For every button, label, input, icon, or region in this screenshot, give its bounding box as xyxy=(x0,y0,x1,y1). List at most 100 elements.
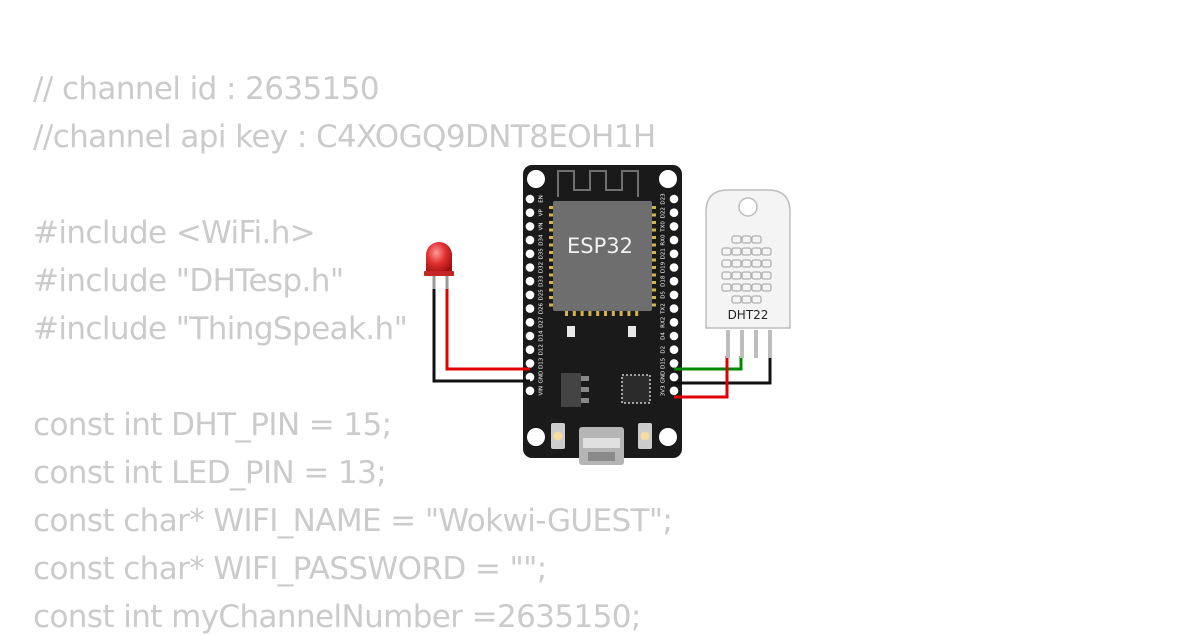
wire-led-anode-to-d13[interactable] xyxy=(445,286,530,371)
right-pin-label: D5 xyxy=(661,291,667,299)
wifi-antenna-trace xyxy=(557,170,639,197)
right-pin-label: D18 xyxy=(661,275,667,287)
code-line-8: const int DHT_PIN = 15; xyxy=(33,407,392,443)
mounting-hole-top-left xyxy=(527,170,545,188)
wire-dht-vcc-to-3v3[interactable] xyxy=(674,356,729,399)
micro-usb-port[interactable] xyxy=(579,427,624,465)
voltage-regulator xyxy=(561,373,581,407)
esp32-module-chip xyxy=(553,201,652,311)
esp32-board[interactable]: ESP32 ENVPVND34D35D32D33D25D26D27D14D12D… xyxy=(523,165,682,465)
wire-dht-gnd[interactable] xyxy=(674,356,772,385)
boot-button[interactable] xyxy=(551,423,565,449)
right-pin-label: RX2 xyxy=(661,317,667,328)
left-pin-d12[interactable] xyxy=(525,345,535,355)
right-pin-rx0[interactable] xyxy=(669,235,679,245)
mounting-hole-bottom-left xyxy=(527,428,545,446)
usb-uart-chip xyxy=(621,374,651,404)
dht-label: DHT22 xyxy=(728,308,769,322)
chip-leg-left xyxy=(567,326,575,337)
code-line-4: #include <WiFi.h> xyxy=(33,215,316,251)
left-pin-vp[interactable] xyxy=(525,208,535,217)
dht-grille xyxy=(721,235,772,304)
dht-pin-vcc xyxy=(726,330,730,358)
enable-button[interactable] xyxy=(638,423,652,449)
right-pin-d18[interactable] xyxy=(669,276,679,286)
code-line-1: // channel id : 2635150 xyxy=(33,71,380,107)
wire-dht-data-to-d15[interactable] xyxy=(674,356,743,371)
chip-pads-right xyxy=(650,206,656,307)
left-pin-label: VIN xyxy=(539,386,545,396)
left-pin-d13[interactable] xyxy=(525,359,535,368)
right-pin-rx2[interactable] xyxy=(669,318,679,327)
left-pin-label: D13 xyxy=(539,357,545,369)
left-pin-d25[interactable] xyxy=(525,290,535,300)
right-pin-label: RX0 xyxy=(661,234,667,246)
chip-pads-left xyxy=(549,206,555,307)
left-pin-gnd[interactable] xyxy=(525,372,535,382)
left-pin-vn[interactable] xyxy=(525,222,535,231)
right-pin-label: D2 xyxy=(661,346,667,354)
left-pin-label: D14 xyxy=(539,330,545,342)
left-pin-en[interactable] xyxy=(525,194,535,204)
code-line-2: //channel api key : C4XOGQ9DNT8EOH1H xyxy=(33,119,656,155)
right-pin-gnd[interactable] xyxy=(669,372,679,382)
dht-pin-nc xyxy=(754,330,758,358)
right-pin-label: GND xyxy=(661,371,667,384)
code-line-11: const char* WIFI_PASSWORD = ""; xyxy=(33,551,547,587)
right-pin-d22[interactable] xyxy=(669,208,679,217)
right-pin-d5[interactable] xyxy=(669,290,679,300)
right-pin-label: D4 xyxy=(661,332,667,340)
code-line-10: const char* WIFI_NAME = "Wokwi-GUEST"; xyxy=(33,503,673,539)
left-pin-label: EN xyxy=(539,195,545,203)
left-pin-label: D26 xyxy=(539,302,545,314)
right-pin-d15[interactable] xyxy=(669,359,679,368)
right-pin-label: TX2 xyxy=(661,303,667,315)
left-pin-d26[interactable] xyxy=(525,304,535,313)
code-line-5: #include "DHTesp.h" xyxy=(33,263,344,299)
left-pin-label: D34 xyxy=(539,234,545,246)
code-line-9: const int LED_PIN = 13; xyxy=(33,455,387,491)
right-pin-d21[interactable] xyxy=(669,249,679,259)
left-pin-d35[interactable] xyxy=(525,249,535,259)
left-pin-d27[interactable] xyxy=(525,318,535,327)
dht22-sensor[interactable]: DHT22 xyxy=(705,189,791,358)
right-pin-d2[interactable] xyxy=(669,345,679,355)
right-pin-tx2[interactable] xyxy=(669,304,679,313)
right-pin-label: TX0 xyxy=(661,221,667,233)
chip-leg-right xyxy=(628,326,636,337)
left-pin-d33[interactable] xyxy=(525,276,535,286)
right-pin-d19[interactable] xyxy=(669,263,679,272)
left-pin-d32[interactable] xyxy=(525,263,535,272)
left-pin-vin[interactable] xyxy=(525,386,535,396)
wire-led-cathode-to-gnd[interactable] xyxy=(432,286,530,383)
right-pin-label: D23 xyxy=(661,193,667,205)
right-pin-tx0[interactable] xyxy=(669,222,679,231)
wires xyxy=(432,286,772,399)
red-led[interactable] xyxy=(424,242,454,289)
code-line-12: const int myChannelNumber =2635150; xyxy=(33,599,641,635)
right-pin-3v3[interactable] xyxy=(669,386,679,396)
chip-pads-bottom xyxy=(565,309,639,316)
dht-mounting-hole xyxy=(738,197,758,217)
right-pin-d23[interactable] xyxy=(669,194,679,204)
right-pin-label: 3V3 xyxy=(661,385,667,396)
right-pin-d4[interactable] xyxy=(669,331,679,341)
left-pin-label: VP xyxy=(539,208,545,216)
left-pin-d34[interactable] xyxy=(525,235,535,245)
left-pin-label: D27 xyxy=(539,316,545,328)
left-pin-header: ENVPVND34D35D32D33D25D26D27D14D12D13GNDV… xyxy=(525,194,545,396)
left-pin-label: D32 xyxy=(539,262,545,273)
chip-label: ESP32 xyxy=(567,234,633,258)
code-line-6: #include "ThingSpeak.h" xyxy=(33,311,408,347)
left-pin-label: D35 xyxy=(539,248,545,260)
dht-pin-data xyxy=(740,330,744,358)
dht-housing xyxy=(705,189,791,329)
right-pin-label: D21 xyxy=(661,248,667,259)
left-pin-label: D33 xyxy=(539,275,545,287)
left-pin-label: GND xyxy=(539,371,545,384)
right-pin-header: D23D22TX0RX0D21D19D18D5TX2RX2D4D2D15GND3… xyxy=(661,193,679,396)
left-pin-label: VN xyxy=(539,222,545,230)
left-pin-d14[interactable] xyxy=(525,331,535,341)
dht-pin-gnd xyxy=(768,330,772,358)
